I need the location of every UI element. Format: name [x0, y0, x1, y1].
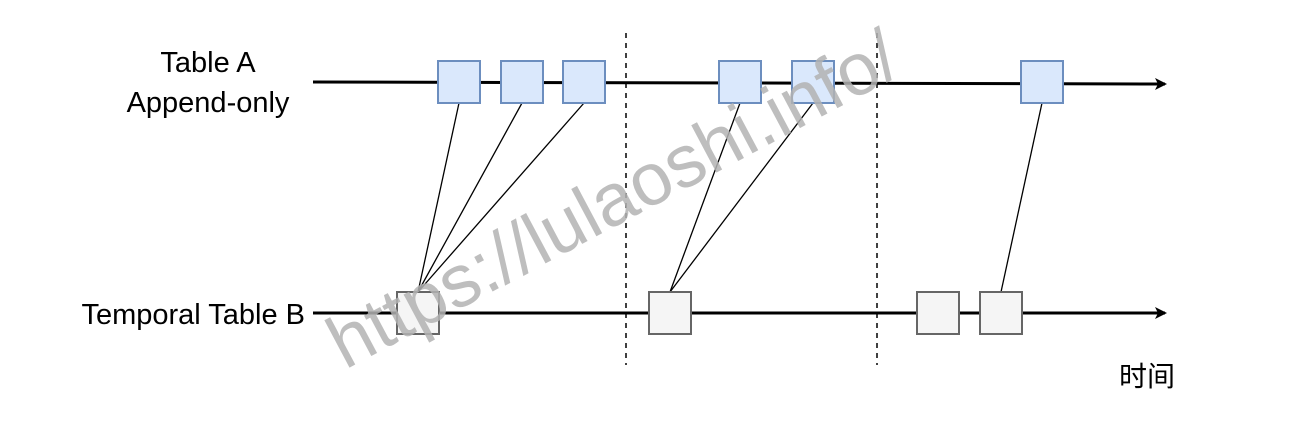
table-b-label: Temporal Table B [81, 299, 305, 331]
time-axis-label: 时间 [1119, 360, 1175, 393]
table-a-event [1020, 60, 1064, 104]
table-a-event [791, 60, 835, 104]
connector-line [669, 102, 741, 293]
join-connectors [417, 102, 1043, 293]
table-b-version [648, 291, 692, 335]
table-a-event [718, 60, 762, 104]
table-b-version [979, 291, 1023, 335]
connector-line [669, 102, 814, 293]
table-a-event [562, 60, 606, 104]
connector-line [1000, 102, 1043, 293]
table-a-events [437, 60, 1064, 104]
watermark-text: https://lulaoshi.info/ [314, 13, 913, 384]
table-b-version [916, 291, 960, 335]
table-a-label-line1: Table A [160, 47, 256, 79]
table-a-label-line2: Append-only [127, 87, 290, 119]
connector-line [417, 102, 585, 293]
table-b-versions [396, 291, 1023, 335]
connector-line [417, 102, 460, 293]
table-a-event [500, 60, 544, 104]
table-a-event [437, 60, 481, 104]
connector-line [417, 102, 523, 293]
table-b-version [396, 291, 440, 335]
